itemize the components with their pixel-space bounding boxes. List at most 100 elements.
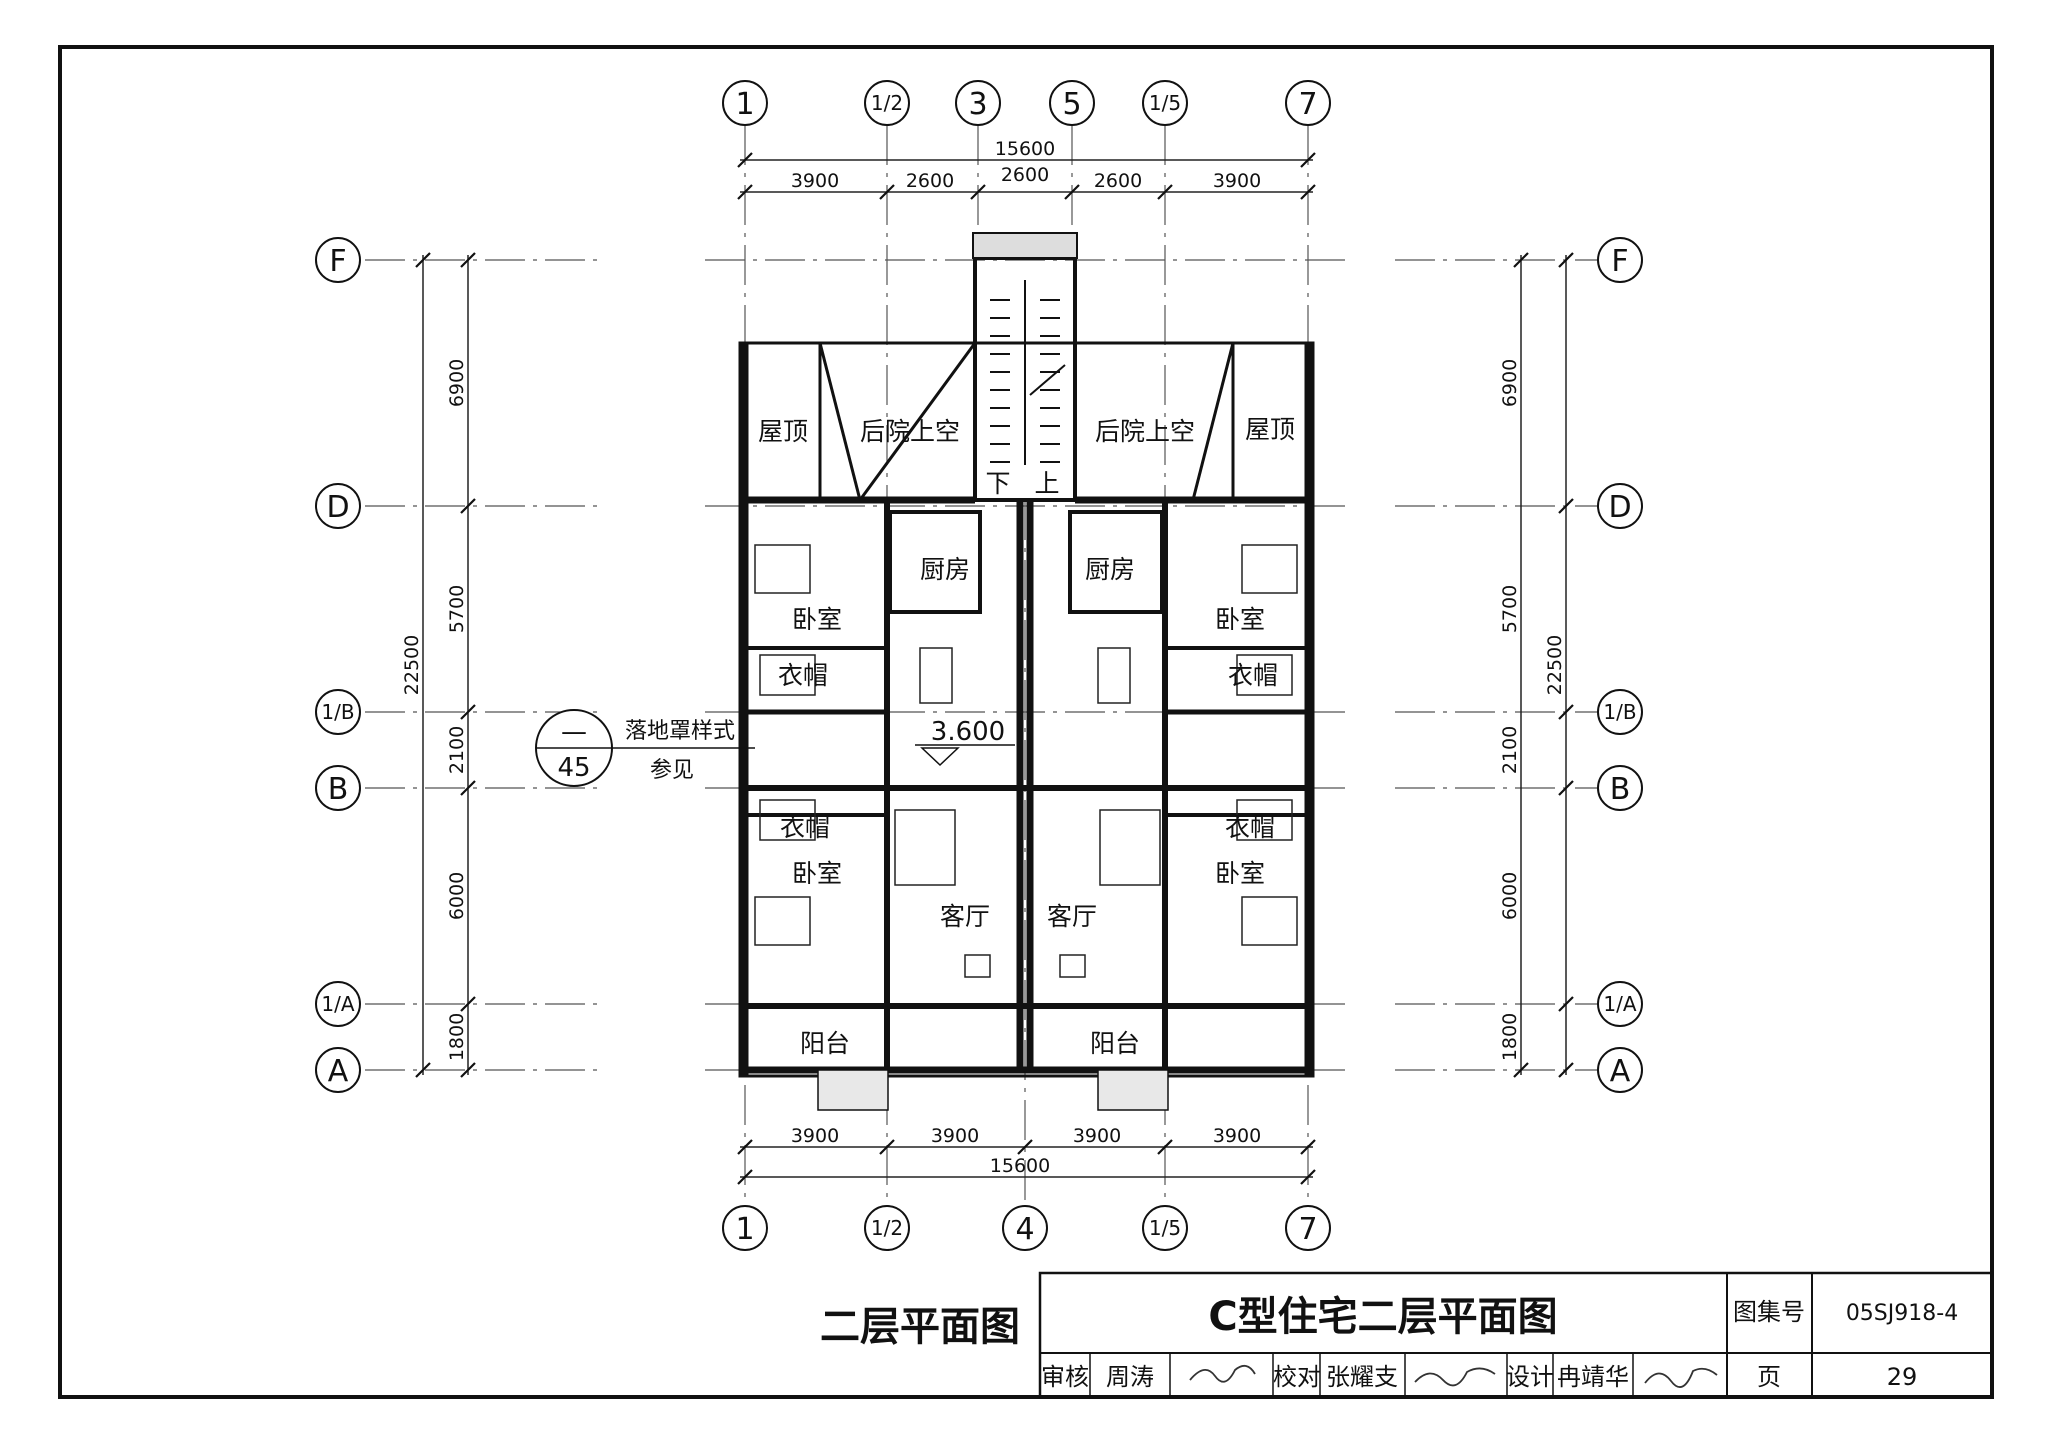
axis-top-5: 1/5 (1149, 91, 1181, 115)
axis-top-2: 1/2 (871, 91, 903, 115)
detail-reference: — 45 落地罩样式 参见 (535, 709, 755, 787)
axis-labels: 1 1/2 3 5 1/5 7 1 1/2 4 1/5 7 F D 1/B B … (321, 87, 1636, 1247)
dim-left-4: 6000 (446, 872, 468, 920)
check-signature (1414, 1367, 1496, 1387)
axis-top-6: 7 (1298, 87, 1317, 122)
axis-right-6: A (1610, 1054, 1631, 1089)
dim-bottom-2: 3900 (931, 1125, 979, 1147)
elevation-mark: 3.600 (915, 717, 1015, 767)
dim-left-1: 6900 (446, 359, 468, 407)
dim-bottom-4: 3900 (1213, 1125, 1261, 1147)
check-name: 张耀支 (1326, 1363, 1398, 1391)
axis-bottom-5: 7 (1298, 1212, 1317, 1247)
axis-left-2: D (326, 490, 349, 525)
atlas-label: 图集号 (1733, 1298, 1805, 1326)
dim-right-2: 5700 (1499, 585, 1521, 633)
axis-left-3: 1/B (321, 700, 354, 724)
dim-left-3: 2100 (446, 726, 468, 774)
dim-bottom-total: 15600 (990, 1155, 1050, 1177)
room-closet-2: 衣帽 (1228, 661, 1278, 690)
furniture (754, 544, 1298, 978)
room-bedroom-2: 卧室 (1215, 605, 1265, 634)
detail-note-2: 参见 (650, 758, 694, 783)
review-label: 审核 (1041, 1363, 1089, 1391)
room-living-left: 客厅 (940, 902, 990, 931)
axis-right-3: 1/B (1603, 700, 1636, 724)
drawing-title: C型住宅二层平面图 (1208, 1294, 1557, 1340)
grid-lines (365, 125, 1620, 1225)
axis-left-5: 1/A (321, 992, 354, 1016)
dim-right-1: 6900 (1499, 359, 1521, 407)
dim-right-total: 22500 (1544, 635, 1566, 695)
sheet-border (58, 45, 1994, 1399)
axis-left-6: A (328, 1054, 349, 1089)
dimension-lines (422, 159, 1567, 1178)
axis-right-4: B (1610, 772, 1631, 807)
room-closet-3: 衣帽 (780, 813, 830, 842)
axis-bottom-2: 1/2 (871, 1216, 903, 1240)
room-labels: 屋顶 屋顶 后院上空 后院上空 下 上 厨房 厨房 卧室 卧室 衣帽 衣帽 衣帽… (758, 415, 1295, 1058)
axis-right-1: F (1611, 244, 1628, 279)
elevation-value: 3.600 (931, 717, 1005, 747)
room-balcony-left: 阳台 (800, 1029, 850, 1058)
stair-down-label: 下 (985, 469, 1010, 498)
review-signature (1189, 1364, 1256, 1383)
axis-bottom-4: 1/5 (1149, 1216, 1181, 1240)
room-void-right: 后院上空 (1095, 417, 1195, 446)
title-texts: 二层平面图 C型住宅二层平面图 图集号 05SJ918-4 审核 周涛 校对 张… (820, 1294, 1958, 1391)
axis-left-1: F (329, 244, 346, 279)
room-bedroom-1: 卧室 (792, 605, 842, 634)
page-label: 页 (1757, 1363, 1781, 1391)
detail-note-1: 落地罩样式 (625, 719, 735, 744)
dim-right-3: 2100 (1499, 726, 1521, 774)
room-living-right: 客厅 (1047, 902, 1097, 931)
title-block (1038, 1271, 1994, 1399)
room-void-left: 后院上空 (860, 417, 960, 446)
design-label: 设计 (1506, 1363, 1554, 1391)
room-closet-4: 衣帽 (1225, 813, 1275, 842)
left-title: 二层平面图 (820, 1304, 1020, 1350)
page-no: 29 (1887, 1363, 1918, 1391)
dim-bottom-3: 3900 (1073, 1125, 1121, 1147)
detail-ref-top: — (561, 717, 587, 747)
dim-right-4: 6000 (1499, 872, 1521, 920)
dimension-ticks (415, 152, 1574, 1185)
room-kitchen-left: 厨房 (920, 555, 970, 584)
axis-left-4: B (328, 772, 349, 807)
room-balcony-right: 阳台 (1090, 1029, 1140, 1058)
room-roof-left: 屋顶 (758, 417, 808, 446)
room-roof-right: 屋顶 (1245, 415, 1295, 444)
dim-left-total: 22500 (401, 635, 423, 695)
dim-top-3: 2600 (1001, 164, 1049, 186)
dim-top-5: 3900 (1213, 170, 1261, 192)
axis-top-4: 5 (1062, 87, 1081, 122)
design-signature (1644, 1367, 1718, 1388)
axis-top-1: 1 (735, 87, 754, 122)
entry-steps (817, 1069, 1169, 1111)
dim-top-2: 2600 (906, 170, 954, 192)
walls (738, 341, 1315, 1078)
design-name: 冉靖华 (1557, 1363, 1629, 1391)
dim-top-4: 2600 (1094, 170, 1142, 192)
dim-left-2: 5700 (446, 585, 468, 633)
dimension-texts: 15600 3900 2600 2600 2600 3900 3900 3900… (401, 138, 1566, 1177)
room-bedroom-3: 卧室 (792, 859, 842, 888)
axis-bottom-3: 4 (1015, 1212, 1034, 1247)
dim-top-1: 3900 (791, 170, 839, 192)
dim-bottom-1: 3900 (791, 1125, 839, 1147)
axis-top-3: 3 (968, 87, 987, 122)
axis-bubbles (315, 80, 1643, 1251)
room-closet-1: 衣帽 (778, 661, 828, 690)
detail-ref-bottom: 45 (557, 753, 590, 783)
axis-right-2: D (1608, 490, 1631, 525)
atlas-no: 05SJ918-4 (1846, 1301, 1958, 1326)
stair-up-label: 上 (1034, 469, 1059, 498)
dim-left-5: 1800 (446, 1013, 468, 1061)
room-bedroom-4: 卧室 (1215, 859, 1265, 888)
check-label: 校对 (1273, 1363, 1321, 1391)
review-name: 周涛 (1106, 1363, 1154, 1391)
stair (972, 232, 1078, 502)
dim-right-5: 1800 (1499, 1013, 1521, 1061)
axis-bottom-1: 1 (735, 1212, 754, 1247)
